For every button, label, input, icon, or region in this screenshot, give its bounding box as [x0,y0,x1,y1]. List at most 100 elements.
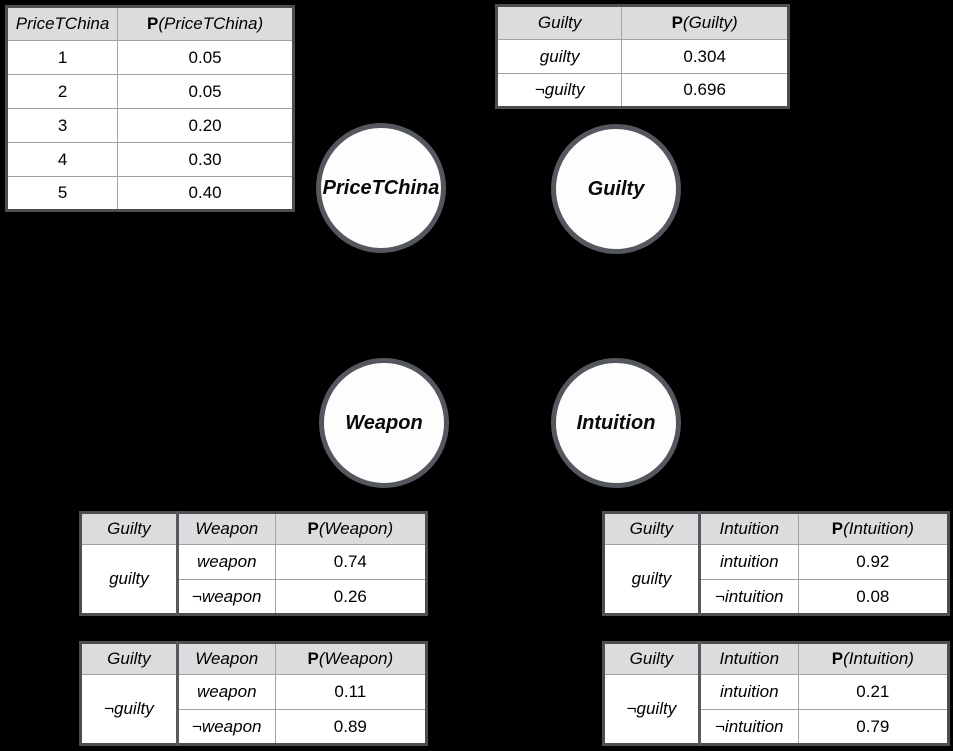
table-row: 3 0.20 [5,108,294,143]
table-row: ¬weapon 0.89 [81,709,428,745]
table-header-row: Guilty Weapon P(Weapon) [80,512,428,545]
table-row: ¬guilty intuition 0.21 [603,674,950,745]
header-cell-p-guilty: P(Guilty) [621,5,789,40]
var-name: Guilty [107,649,151,668]
cpt-table-guilty-prior: Guilty P(Guilty) guilty 0.304 ¬guilty 0.… [495,4,790,109]
node-label: Weapon [345,411,423,434]
header-cell-weapon: Weapon [176,642,276,675]
p-argument: (PriceTChina) [158,14,264,33]
header-cell-p-pricetchina: P(PriceTChina) [117,6,294,41]
header-cell-guilty: Guilty [603,512,701,545]
p-symbol: P [307,649,319,668]
cell-probability: 0.74 [274,544,428,580]
header-cell-p-intuition: P(Intuition) [797,642,950,675]
table-row: 5 0.40 [5,176,294,211]
cell-probability: 0.40 [117,176,294,211]
cell-value: 2 [5,74,119,109]
cell-value: weapon [176,544,276,580]
cell-condition: guilty [603,544,701,615]
p-argument: (Weapon) [318,649,394,668]
cell-value: ¬weapon [176,579,276,615]
header-cell-p-weapon: P(Weapon) [274,642,428,675]
var-name: Intuition [719,649,780,668]
cell-condition: guilty [80,544,179,615]
cell-probability: 0.30 [117,142,294,177]
var-name: PriceTChina [15,14,110,33]
cell-value: guilty [495,39,623,74]
node-weapon[interactable]: Weapon [319,358,449,488]
node-pricetchina[interactable]: PriceTChina [316,123,446,253]
cpt-table-weapon-given-notguilty: Guilty Weapon P(Weapon) ¬guilty weapon 0… [79,641,428,746]
var-name: Weapon [195,649,259,668]
header-cell-pricetchina: PriceTChina [5,6,119,41]
cell-value: ¬intuition [698,579,799,615]
cell-value: intuition [698,674,799,710]
cell-value: 5 [5,176,119,211]
header-cell-guilty: Guilty [603,642,701,675]
table-header-row: Guilty Intuition P(Intuition) [603,512,950,545]
p-symbol: P [831,519,844,538]
cell-probability: 0.26 [274,579,428,615]
table-row: ¬guilty weapon 0.11 [80,674,428,745]
p-argument: (Intuition) [843,519,914,538]
node-label: Intuition [576,411,656,434]
cpt-table-intuition-given-guilty: Guilty Intuition P(Intuition) guilty int… [602,511,950,616]
cell-value: intuition [698,544,799,580]
header-cell-p-weapon: P(Weapon) [274,512,428,545]
header-cell-p-intuition: P(Intuition) [797,512,950,545]
header-cell-guilty: Guilty [495,5,623,40]
cell-value: 4 [5,142,119,177]
table-row: guilty 0.304 [495,39,789,74]
cell-condition: ¬guilty [80,674,179,745]
node-guilty[interactable]: Guilty [551,124,681,254]
var-name: Weapon [195,519,259,538]
cell-probability: 0.89 [274,709,428,745]
var-name: Guilty [629,519,674,538]
table-row: ¬weapon 0.26 [81,579,428,615]
cpt-table-pricetchina: PriceTChina P(PriceTChina) 1 0.05 2 0.05… [5,5,295,212]
p-symbol: P [831,649,844,668]
cell-probability: 0.304 [621,39,789,74]
table-row: ¬guilty 0.696 [495,73,789,108]
table-row: ¬intuition 0.08 [604,579,950,615]
var-name: Guilty [537,13,582,32]
p-symbol: P [307,519,319,538]
cell-probability: 0.79 [797,709,950,745]
table-header-row: Guilty P(Guilty) [495,5,789,40]
cell-value: ¬weapon [176,709,276,745]
table-row: guilty intuition 0.92 [603,544,950,615]
header-cell-weapon: Weapon [176,512,276,545]
p-symbol: P [146,14,159,33]
cell-probability: 0.92 [797,544,950,580]
cell-value: weapon [176,674,276,710]
header-cell-intuition: Intuition [698,642,799,675]
cell-probability: 0.20 [117,108,294,143]
table-row: guilty weapon 0.74 [80,544,428,615]
table-row: 2 0.05 [5,74,294,109]
node-intuition[interactable]: Intuition [551,358,681,488]
table-header-row: PriceTChina P(PriceTChina) [5,6,294,41]
cell-probability: 0.696 [621,73,789,108]
cpt-table-weapon-given-guilty: Guilty Weapon P(Weapon) guilty weapon 0.… [79,511,428,616]
cell-probability: 0.21 [797,674,950,710]
node-label: PriceTChina [322,176,440,199]
cell-value: 3 [5,108,119,143]
table-header-row: Guilty Weapon P(Weapon) [80,642,428,675]
table-row: 1 0.05 [5,40,294,75]
var-name: Intuition [719,519,780,538]
cell-probability: 0.05 [117,40,294,75]
table-row: 4 0.30 [5,142,294,177]
cell-condition: ¬guilty [603,674,701,745]
cpt-table-intuition-given-notguilty: Guilty Intuition P(Intuition) ¬guilty in… [602,641,950,746]
header-cell-guilty: Guilty [80,512,179,545]
p-argument: (Weapon) [318,519,394,538]
cell-value: ¬guilty [495,73,623,108]
table-row: ¬intuition 0.79 [604,709,950,745]
cell-value: 1 [5,40,119,75]
var-name: Guilty [107,519,151,538]
cell-probability: 0.11 [274,674,428,710]
p-argument: (Intuition) [843,649,914,668]
cell-probability: 0.05 [117,74,294,109]
table-header-row: Guilty Intuition P(Intuition) [603,642,950,675]
